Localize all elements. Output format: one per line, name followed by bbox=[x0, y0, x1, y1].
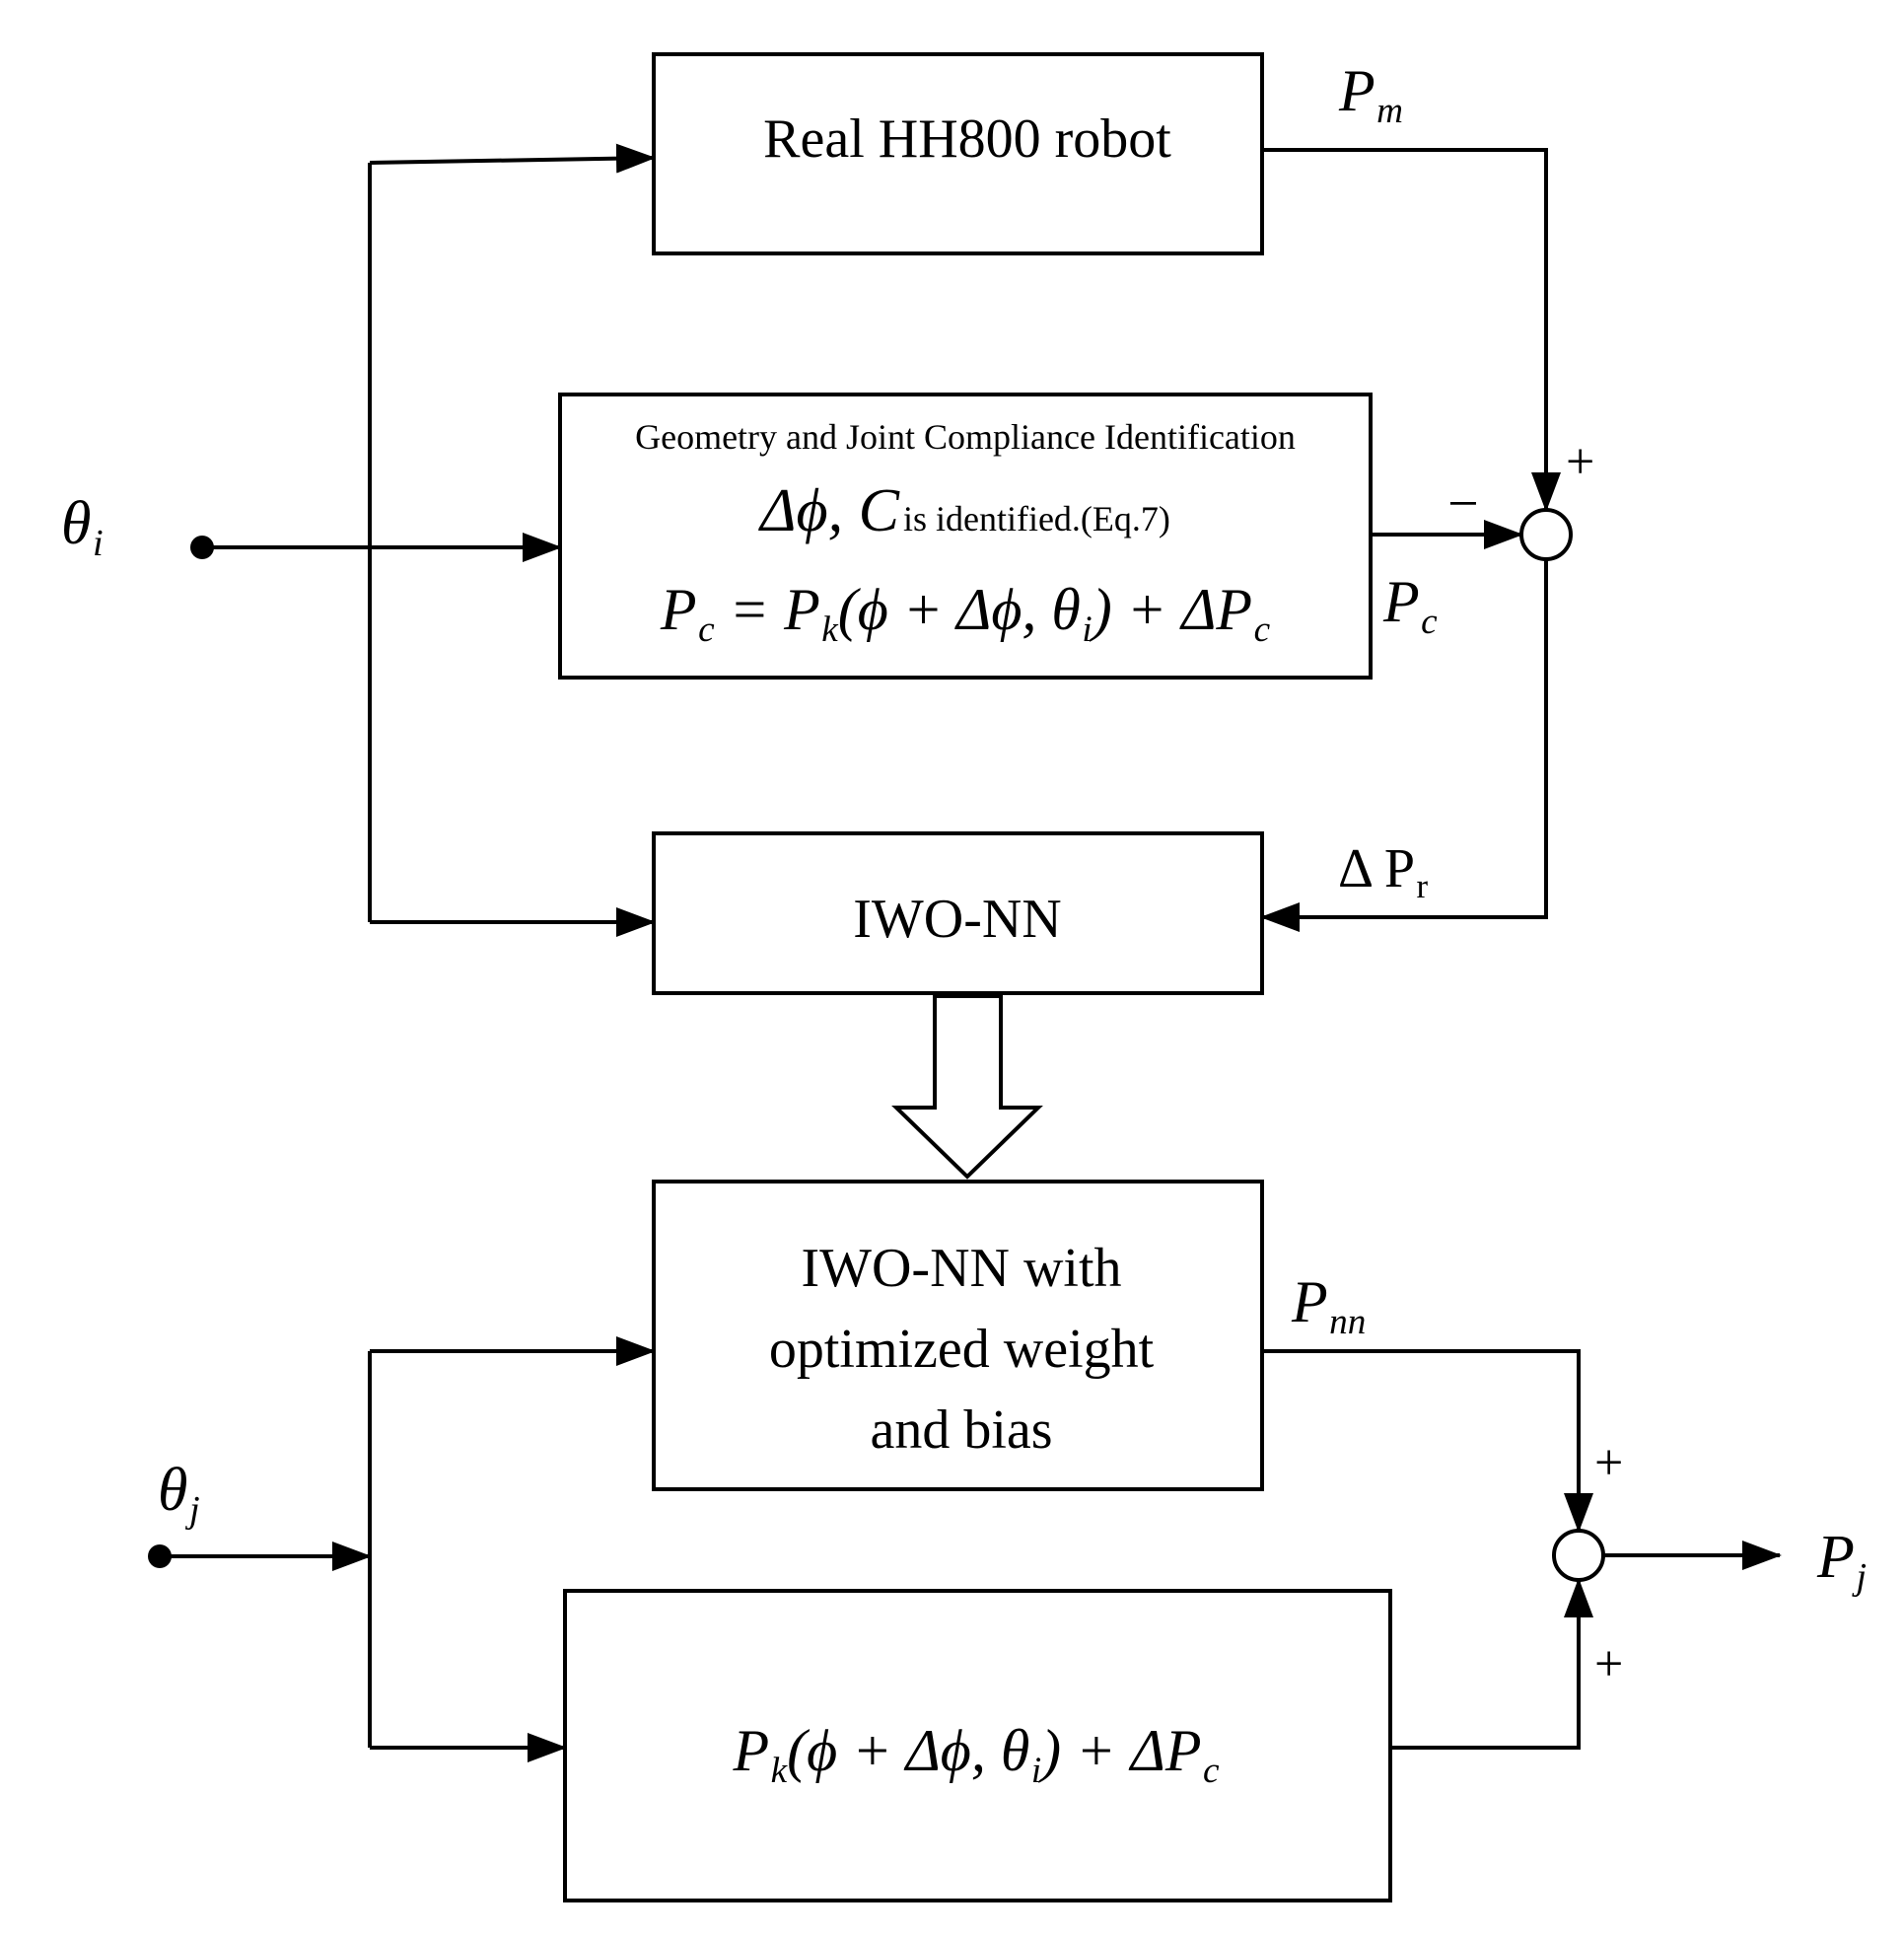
bottom-plus-top-sign: + bbox=[1594, 1435, 1624, 1491]
bottom-summing-junction bbox=[1552, 1529, 1605, 1582]
delta-p-r-label: Δ Pr bbox=[1338, 838, 1428, 903]
identified-symbols: Δϕ, C bbox=[760, 477, 899, 544]
kinematic-part-2-sub: i bbox=[1030, 1750, 1042, 1791]
kinematic-part-2: (ϕ + Δϕ, θ bbox=[787, 1718, 1030, 1783]
bottom-plus-bottom-sign: + bbox=[1594, 1636, 1624, 1692]
identification-title: Geometry and Joint Compliance Identifica… bbox=[635, 417, 1296, 457]
p-nn-sub: nn bbox=[1329, 1301, 1367, 1342]
p-j-base: P bbox=[1817, 1524, 1855, 1591]
p-nn-label: Pnn bbox=[1292, 1269, 1366, 1340]
theta-i-label: θi bbox=[61, 490, 104, 563]
equation-rhs-1-sub: k bbox=[821, 609, 838, 650]
iwo-nn-optimized-line-3: and bias bbox=[870, 1399, 1053, 1461]
theta-j-base: θ bbox=[158, 1457, 188, 1524]
kinematic-part-3: ) + ΔP bbox=[1041, 1718, 1202, 1783]
identified-line: Δϕ, C is identified.(Eq.7) bbox=[760, 480, 1170, 541]
theta-j-sub: j bbox=[189, 1489, 200, 1532]
iwo-nn-optimized-block bbox=[652, 1180, 1264, 1491]
equation-lhs: P bbox=[660, 577, 697, 642]
p-j-label: Pj bbox=[1817, 1524, 1867, 1597]
p-m-base: P bbox=[1339, 58, 1375, 123]
delta-p-r-base: Δ P bbox=[1338, 838, 1416, 899]
iwo-nn-optimized-line-1: IWO-NN with bbox=[801, 1238, 1122, 1299]
equation-rhs-3: ) + ΔP bbox=[1092, 577, 1253, 642]
equation-rhs-2-sub: i bbox=[1082, 609, 1093, 650]
top-summing-junction bbox=[1519, 508, 1573, 561]
kinematic-part-1-sub: k bbox=[770, 1750, 788, 1791]
theta-i-base: θ bbox=[61, 490, 92, 557]
real-robot-label: Real HH800 robot bbox=[763, 108, 1171, 170]
kinematic-model-formula: Pk(ϕ + Δϕ, θi) + ΔPc bbox=[733, 1718, 1219, 1789]
equation-lhs-sub: c bbox=[698, 609, 715, 650]
iwo-nn-optimized-line-2: optimized weight bbox=[768, 1319, 1155, 1380]
identification-equation: Pc = Pk(ϕ + Δϕ, θi) + ΔPc bbox=[660, 577, 1270, 648]
top-plus-sign: + bbox=[1566, 434, 1595, 490]
delta-p-r-sub: r bbox=[1416, 867, 1429, 906]
theta-j-label: θj bbox=[158, 1457, 200, 1530]
kinematic-part-3-sub: c bbox=[1202, 1750, 1220, 1791]
bottom-summing-wires bbox=[1262, 1349, 1782, 1750]
p-m-sub: m bbox=[1376, 90, 1403, 131]
p-c-base: P bbox=[1383, 569, 1420, 634]
kinematic-part-1: P bbox=[733, 1718, 770, 1783]
iwo-nn-label: IWO-NN bbox=[853, 889, 1062, 950]
equation-rhs-3-sub: c bbox=[1253, 609, 1271, 650]
p-m-label: Pm bbox=[1339, 58, 1403, 129]
p-c-sub: c bbox=[1421, 601, 1438, 642]
equation-rhs-2: (ϕ + Δϕ, θ bbox=[837, 577, 1081, 642]
theta-j-connections bbox=[160, 1336, 656, 1762]
transfer-arrow bbox=[891, 994, 1043, 1180]
p-j-sub: j bbox=[1856, 1556, 1868, 1599]
identified-note: is identified.(Eq.7) bbox=[902, 499, 1170, 538]
top-minus-sign: − bbox=[1447, 473, 1479, 535]
top-feedback-wires bbox=[1260, 148, 1561, 932]
p-nn-base: P bbox=[1292, 1269, 1328, 1334]
theta-i-sub: i bbox=[93, 523, 104, 565]
p-c-label: Pc bbox=[1383, 569, 1438, 640]
theta-i-connections bbox=[202, 143, 656, 937]
equation-rhs-1: = P bbox=[729, 577, 820, 642]
